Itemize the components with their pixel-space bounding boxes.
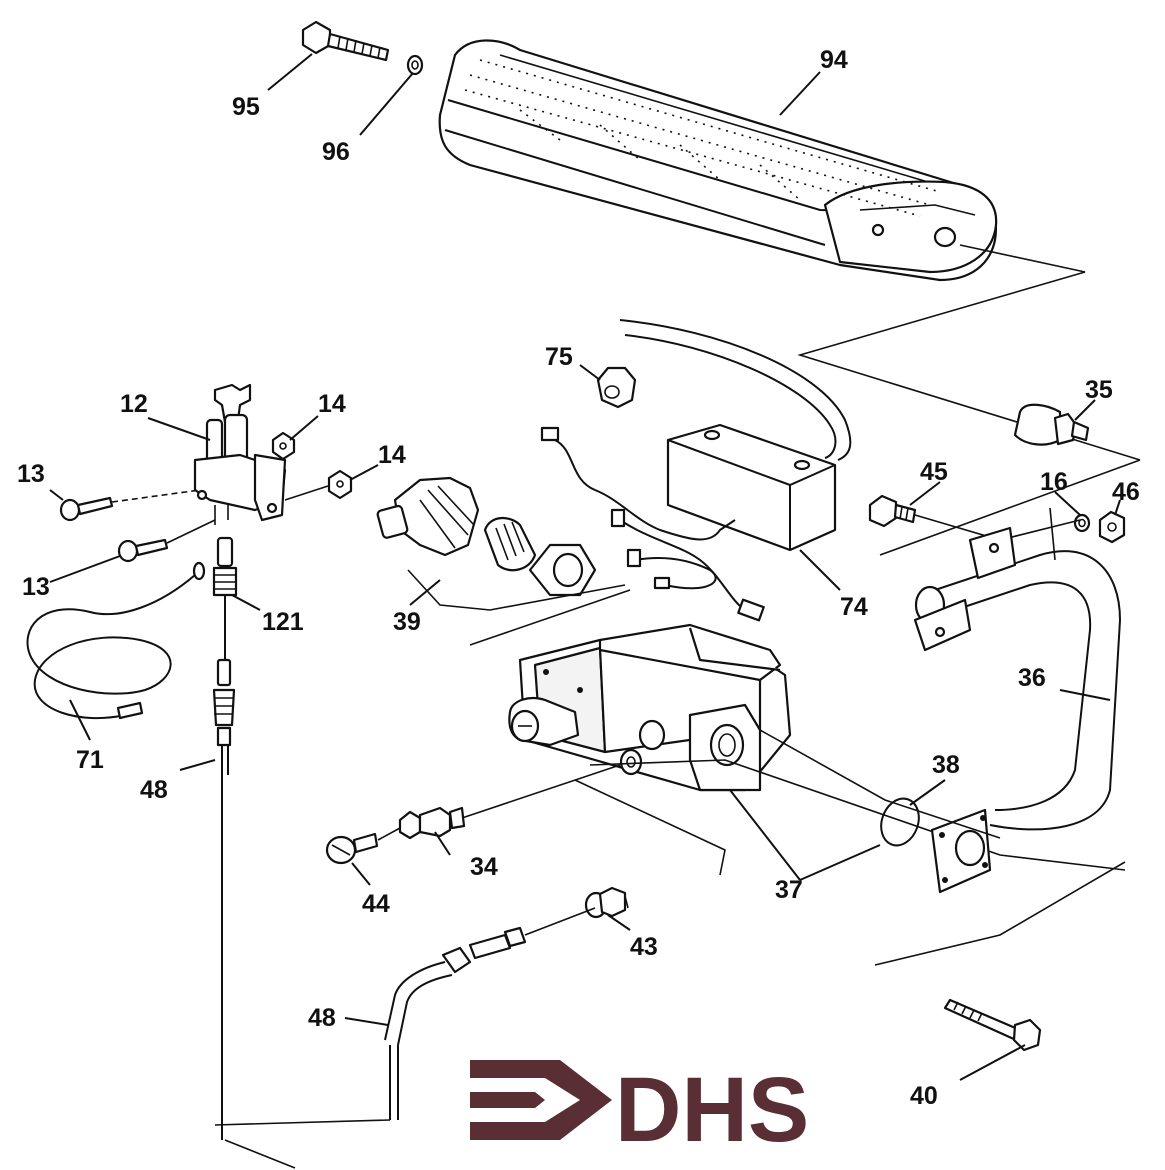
label-39: 39 xyxy=(393,608,421,636)
label-38: 38 xyxy=(932,751,960,779)
label-12: 12 xyxy=(120,390,148,418)
label-74: 74 xyxy=(840,593,868,621)
fitting-part-43 xyxy=(584,886,629,919)
label-75: 75 xyxy=(545,343,573,371)
dhs-logo-text: DHS xyxy=(615,1059,809,1161)
screw-part-13b xyxy=(117,519,216,563)
label-44: 44 xyxy=(362,890,390,918)
dhs-logo: DHS xyxy=(470,1059,809,1161)
wiring-harness xyxy=(540,426,765,622)
label-16: 16 xyxy=(1040,468,1068,496)
label-14a: 14 xyxy=(318,390,346,418)
label-35: 35 xyxy=(1085,376,1113,404)
thermocouple-part-48 xyxy=(212,658,236,747)
control-box-part-74 xyxy=(619,319,852,552)
thermocouple-part-121 xyxy=(212,536,238,597)
screw-part-13a xyxy=(59,489,201,522)
label-13a: 13 xyxy=(17,460,45,488)
dhs-logo-arrow-mark xyxy=(470,1060,612,1140)
bolt-part-40 xyxy=(943,998,1042,1052)
gas-valve-part-37 xyxy=(508,623,792,792)
label-34: 34 xyxy=(470,853,498,881)
part-labels: 95 96 94 75 12 14 14 13 13 121 39 74 35 … xyxy=(17,46,1140,1110)
nut-part-14b xyxy=(284,469,353,501)
label-46: 46 xyxy=(1112,478,1140,506)
label-37: 37 xyxy=(775,876,803,904)
label-96: 96 xyxy=(322,138,350,166)
o-ring-part-38 xyxy=(880,797,920,847)
bolt-part-45 xyxy=(868,494,917,528)
washer-part-16 xyxy=(1073,513,1091,533)
label-94: 94 xyxy=(820,46,848,74)
label-43: 43 xyxy=(630,933,658,961)
regulator-part-39 xyxy=(376,476,597,597)
pilot-tube-part-48 xyxy=(384,926,527,1120)
label-45: 45 xyxy=(920,458,948,486)
washer-part-96 xyxy=(406,54,424,76)
label-95: 95 xyxy=(232,93,260,121)
label-36: 36 xyxy=(1018,664,1046,692)
nut-part-46 xyxy=(1098,510,1126,544)
pilot-assembly-part-12 xyxy=(193,383,287,525)
label-48a: 48 xyxy=(140,776,168,804)
label-14b: 14 xyxy=(378,441,406,469)
grommet-part-75 xyxy=(596,366,637,409)
ignition-lead-part-71 xyxy=(26,561,206,720)
bolt-part-95 xyxy=(301,20,390,62)
label-71: 71 xyxy=(76,746,104,774)
label-121: 121 xyxy=(262,608,304,636)
nut-part-14a xyxy=(271,431,296,461)
label-48b: 48 xyxy=(308,1004,336,1032)
burner-perforations xyxy=(464,59,941,217)
label-13b: 13 xyxy=(22,573,50,601)
leader-lines xyxy=(49,53,1121,1081)
gas-pipe-part-36 xyxy=(913,526,1122,894)
injector-part-35 xyxy=(1013,403,1090,446)
burner-part-94 xyxy=(438,39,998,282)
pilot-fitting-part-34 xyxy=(398,806,466,840)
label-40: 40 xyxy=(910,1082,938,1110)
screw-part-44 xyxy=(325,832,379,865)
